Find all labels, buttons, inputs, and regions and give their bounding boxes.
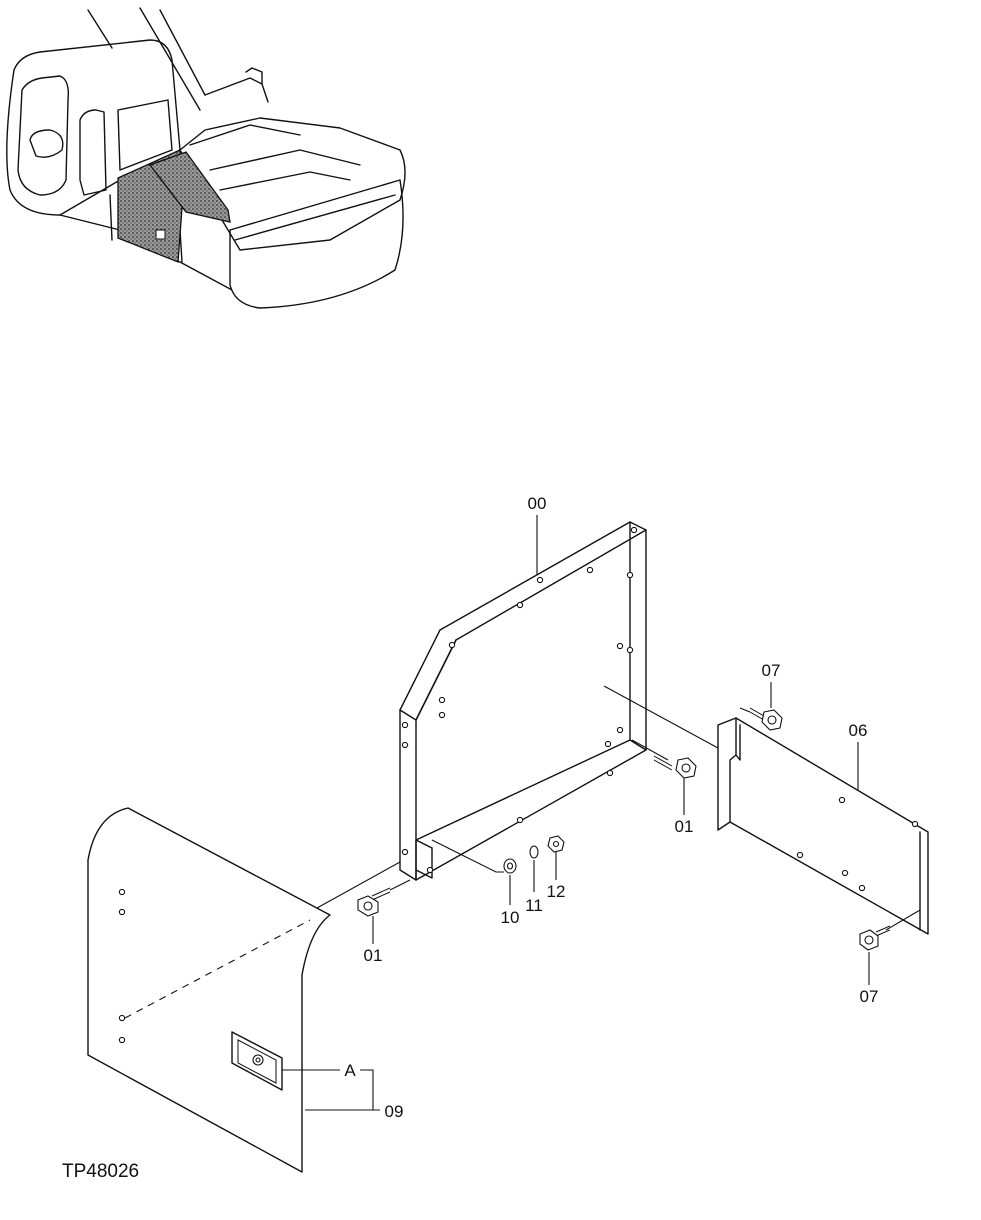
callout-12: 12	[547, 882, 566, 901]
nut-12	[547, 835, 565, 853]
plate-part-06	[717, 717, 929, 935]
callout-01-left: 01	[364, 946, 383, 965]
callout-a: A	[344, 1061, 356, 1080]
callout-06: 06	[849, 721, 868, 740]
bolt-07-top	[749, 707, 783, 731]
frame-part-00	[399, 521, 647, 881]
callout-07-top: 07	[762, 661, 781, 680]
callout-09: 09	[385, 1102, 404, 1121]
callout-10: 10	[501, 908, 520, 927]
callout-11: 11	[525, 896, 543, 915]
bolt-01-right	[653, 755, 697, 779]
bolt-07-bottom	[859, 925, 891, 951]
drawing-code: TP48026	[62, 1161, 139, 1182]
callout-00: 00	[528, 494, 547, 513]
assembly-lines	[282, 515, 921, 1111]
bolt-01-lower-left	[357, 887, 391, 917]
cover-part-09	[87, 807, 331, 1173]
callout-01-right: 01	[675, 817, 694, 836]
locator-excavator-view	[6, 7, 406, 309]
washer-11	[529, 845, 539, 859]
callout-07-bottom: 07	[860, 987, 879, 1006]
washer-10	[503, 858, 517, 874]
